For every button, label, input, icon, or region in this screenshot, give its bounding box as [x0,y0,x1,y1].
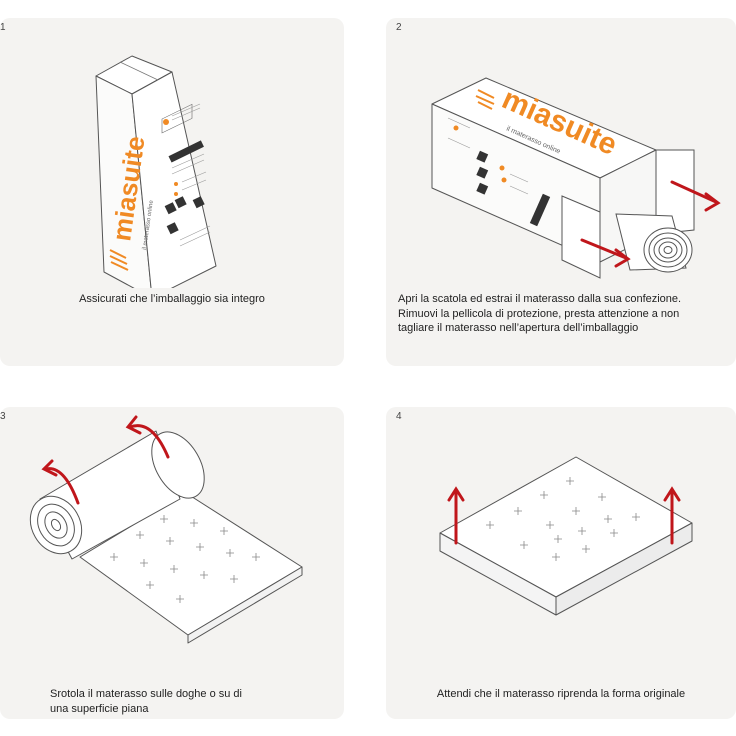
step-number: 1 [0,22,6,33]
unrolling-mattress-illustration [29,415,303,644]
step-1-panel: 1 miasuite il materasso online [0,18,344,366]
caption-line: tagliare il materasso nell’apertura dell… [398,322,639,334]
caption-line: Rimuovi la pellicola di protezione, pres… [398,307,680,320]
open-box-roll-illustration: miasuite il materasso online [431,77,721,279]
caption-line: una superficie piana [50,702,149,715]
expanded-mattress-illustration [439,456,693,616]
caption-line: Srotola il materasso sulle doghe o su di [50,688,242,700]
step-2-panel: 2 miasuite il materasso onlin [386,18,736,366]
caption-line: Assicurati che l’imballaggio sia integro [79,293,265,305]
step-2-caption: Apri la scatola ed estrai il materasso d… [398,292,736,336]
step-number: 3 [0,411,6,422]
step-4-panel: 4 A [386,407,736,719]
mattress-box-closed-illustration: miasuite il materasso online [95,55,217,288]
step-1-caption: Assicurati che l’imballaggio sia integro [0,292,344,307]
caption-line: Apri la scatola ed estrai il materasso d… [398,293,682,305]
step-number: 4 [396,411,402,422]
step-4-caption: Attendi che il materasso riprenda la for… [386,687,736,702]
step-3-caption: Srotola il materasso sulle doghe o su di… [50,687,340,716]
caption-line: Attendi che il materasso riprenda la for… [436,688,686,700]
step-3-panel: 3 [0,407,344,719]
step-number: 2 [396,22,402,33]
